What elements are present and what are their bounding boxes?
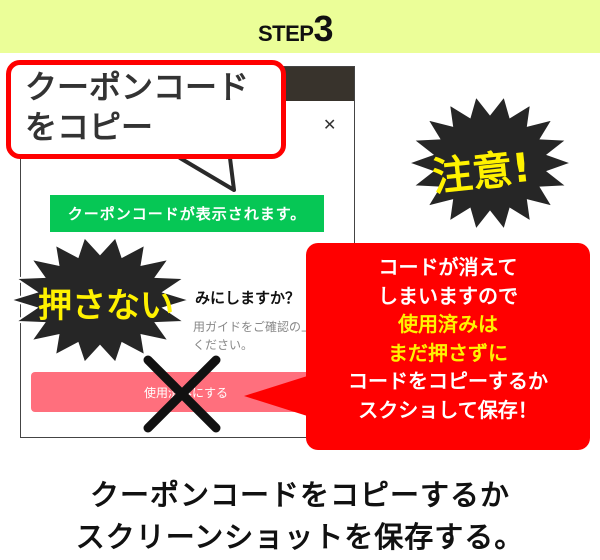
cross-mark-icon bbox=[143, 355, 221, 433]
note-line-highlight: まだ押さずに bbox=[388, 340, 508, 365]
copy-code-callout: クーポンコード をコピー bbox=[6, 60, 286, 159]
warning-note: コードが消えて しまいますので 使用済みは まだ押さずに コードをコピーするか … bbox=[306, 243, 590, 450]
desc-line: ください。 bbox=[193, 338, 254, 352]
note-line: しまいますので bbox=[378, 283, 518, 308]
note-line: コードをコピーするか bbox=[348, 369, 548, 393]
dont-press-burst-shape bbox=[6, 235, 194, 365]
warning-burst-shape bbox=[405, 93, 575, 233]
step-header: STEP3 bbox=[0, 0, 600, 53]
note-line: コードが消えて bbox=[378, 255, 518, 279]
footer-line: スクリーンショットを保存する。 bbox=[75, 520, 525, 554]
note-line-highlight: 使用済みは bbox=[398, 312, 498, 336]
warning-text: 注意! bbox=[430, 144, 533, 201]
callout-tail bbox=[244, 372, 320, 420]
close-icon[interactable]: ✕ bbox=[323, 115, 337, 134]
callout-line: クーポンコード bbox=[25, 68, 250, 106]
footer-line: クーポンコードをコピーするか bbox=[89, 478, 510, 512]
desc-line: 用ガイドをご確認の上 bbox=[193, 320, 314, 334]
callout-line: をコピー bbox=[25, 108, 154, 146]
step-label: STEP3 bbox=[258, 8, 334, 50]
step-number: 3 bbox=[313, 8, 334, 49]
note-line: スクショして保存！ bbox=[358, 397, 538, 422]
modal-question: みにしますか？ bbox=[195, 289, 301, 307]
step-word: STEP bbox=[258, 21, 314, 46]
modal-description: 用ガイドをご確認の上 ください。 bbox=[193, 318, 313, 354]
footer-instruction: クーポンコードをコピーするか スクリーンショットを保存する。 bbox=[0, 474, 600, 558]
coupon-code-notice[interactable]: クーポンコードが表示されます。 bbox=[50, 195, 324, 232]
dont-press-text: 押さない bbox=[38, 286, 174, 326]
